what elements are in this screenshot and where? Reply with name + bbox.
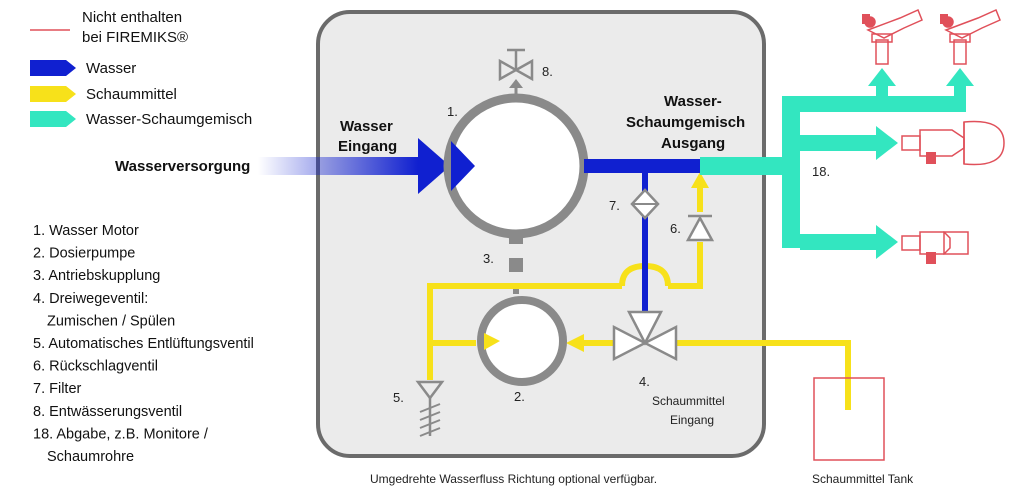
label-2: 2.: [514, 389, 525, 404]
drain-valve-body-right: [513, 58, 534, 82]
label-7: 7.: [609, 198, 620, 213]
parts-list: 1. Wasser Motor 2. Dosierpumpe 3. Antriebs…: [33, 223, 254, 465]
foam-loop-left: [427, 283, 622, 346]
mix-branch-bottom: [800, 234, 880, 250]
water-supply-label: Wasserversorgung: [115, 158, 250, 175]
foam-to-check-valve: [668, 242, 703, 289]
dosing-pump-indicator: [484, 333, 500, 350]
water-outlet-pipe: [584, 159, 700, 173]
three-way-valve-right: [642, 324, 678, 362]
parts-list-item: 6. Rückschlagventil: [33, 359, 158, 375]
foam-tube-small-icon: [901, 231, 969, 264]
legend-not-included-text-2: bei FIREMIKS®: [82, 29, 188, 46]
water-inlet-label-1: Wasser: [340, 118, 393, 135]
label-8: 8.: [542, 64, 553, 79]
parts-list-item: 7. Filter: [33, 381, 82, 397]
label-6: 6.: [670, 221, 681, 236]
legend-foam-swatch: [30, 86, 76, 102]
water-inlet-arrow: [418, 138, 450, 194]
parts-list-item: 3. Antriebskupplung: [33, 268, 160, 284]
foam-supply-pipe: [660, 340, 851, 410]
drive-coupling-lower: [509, 258, 523, 272]
water-supply-pipe: [258, 157, 418, 175]
legend-water-swatch: [30, 60, 76, 76]
footnote: Umgedrehte Wasserfluss Richtung optional…: [370, 472, 657, 486]
foam-inlet-label-2: Eingang: [670, 413, 714, 427]
legend-not-included-text-1: Nicht enthalten: [82, 9, 182, 26]
mix-riser-1-arrow: [868, 68, 896, 86]
mix-outlet-label-3: Ausgang: [661, 135, 725, 152]
three-way-valve-top: [626, 310, 664, 346]
legend-mix-text: Wasser-Schaumgemisch: [86, 111, 252, 128]
parts-list-item: 18. Abgabe, z.B. Monitore /: [33, 426, 209, 442]
label-5: 5.: [393, 390, 404, 405]
foam-to-pump-arrow: [566, 334, 584, 352]
mix-outlet-pipe: [700, 157, 800, 175]
foam-tube-large-icon: [901, 120, 1005, 166]
drain-valve-base: [509, 79, 523, 88]
monitor-1-icon: [862, 8, 923, 65]
label-18: 18.: [812, 164, 830, 179]
water-motor-flow-indicator: [451, 141, 475, 191]
parts-list-item: Schaumrohre: [47, 449, 134, 465]
mix-branch-bottom-arrow: [876, 225, 898, 259]
mix-riser-2-arrow: [946, 68, 974, 86]
three-way-valve-left: [612, 324, 648, 362]
mix-branch-mid: [800, 135, 880, 151]
air-vent-hatch-4: [419, 427, 441, 437]
mix-outlet-label-2: Schaumgemisch: [626, 114, 745, 131]
label-4: 4.: [639, 374, 650, 389]
legend-water-text: Wasser: [86, 60, 136, 77]
label-1: 1.: [447, 104, 458, 119]
mix-manifold: [782, 96, 800, 248]
foam-injection-arrow: [691, 172, 709, 188]
parts-list-item: 8. Entwässerungsventil: [33, 404, 182, 420]
parts-list-item: 2. Dosierpumpe: [33, 246, 135, 262]
legend-foam-text: Schaummittel: [86, 86, 177, 103]
foam-tank: [813, 377, 885, 461]
parts-list-item: 4. Dreiwegeventil:: [33, 291, 148, 307]
water-inlet-label-2: Eingang: [338, 138, 397, 155]
mix-riser-2: [954, 84, 966, 112]
air-vent-hatch-2: [419, 411, 441, 421]
air-vent-valve: [415, 380, 445, 401]
mix-branch-mid-arrow: [876, 126, 898, 160]
parts-list-item: Zumischen / Spülen: [47, 313, 175, 329]
dosing-pump: [477, 296, 567, 386]
drive-coupling-upper: [509, 234, 523, 244]
drain-valve-body-left: [498, 58, 519, 82]
foam-tank-label: Schaummittel Tank: [812, 472, 914, 486]
legend-mix-swatch: [30, 111, 76, 127]
mix-riser-1: [876, 84, 888, 112]
foam-inlet-label-1: Schaummittel: [652, 394, 725, 408]
parts-list-item: 1. Wasser Motor: [33, 223, 139, 239]
mix-outlet-label-1: Wasser-: [664, 93, 722, 110]
monitor-2-icon: [940, 8, 1001, 65]
air-vent-hatch-3: [419, 419, 441, 429]
label-3: 3.: [483, 251, 494, 266]
check-valve: [685, 215, 715, 242]
parts-list-item: 5. Automatisches Entlüftungsventil: [33, 336, 254, 352]
air-vent-hatch-1: [419, 403, 441, 413]
